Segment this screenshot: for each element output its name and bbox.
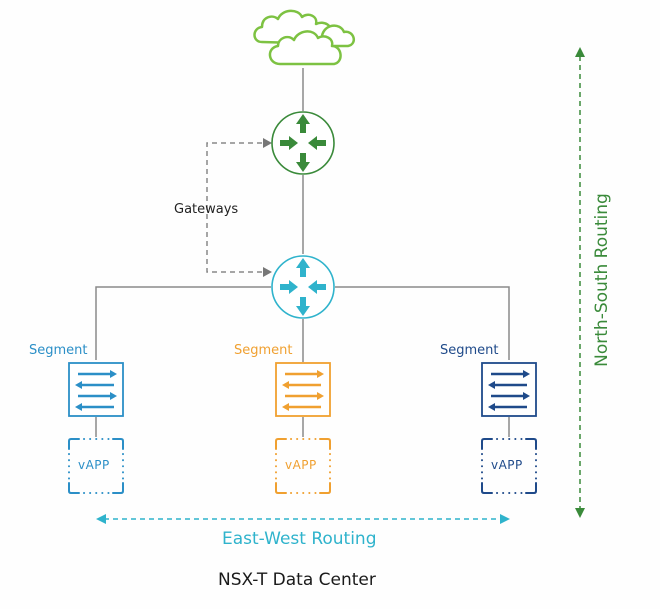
gateways-label: Gateways <box>174 202 239 217</box>
east-west-routing-label: East-West Routing <box>222 529 377 549</box>
cloud-icon <box>253 9 356 66</box>
vapp-box-right <box>481 438 537 494</box>
tier1-to-right-segment-line <box>335 286 510 360</box>
connectors <box>95 68 510 437</box>
tier0-router-icon <box>271 111 335 175</box>
gateways-bracket <box>206 142 262 273</box>
diagram-title: NSX-T Data Center <box>218 570 376 590</box>
segment-label-right: Segment <box>440 343 499 358</box>
vapp-label-middle: vAPP <box>285 458 317 472</box>
vapp-label-left: vAPP <box>78 458 110 472</box>
segment-label-middle: Segment <box>234 343 293 358</box>
segment-switch-icon-middle <box>275 362 331 417</box>
north-south-routing-label: North-South Routing <box>592 193 612 367</box>
vapp-box-left <box>68 438 124 494</box>
east-west-arrow <box>96 514 510 524</box>
gateways-arrow-bottom <box>263 267 272 277</box>
segment-switch-icon-left <box>68 362 124 417</box>
segment-switch-icon-right <box>481 362 537 417</box>
tier1-router-icon <box>271 255 335 319</box>
vapp-box-middle <box>275 438 331 494</box>
segment-label-left: Segment <box>29 343 88 358</box>
north-south-arrow <box>575 47 585 518</box>
tier1-to-left-segment-line <box>95 286 271 360</box>
gateways-arrow-top <box>263 138 272 148</box>
vapp-label-right: vAPP <box>491 458 523 472</box>
